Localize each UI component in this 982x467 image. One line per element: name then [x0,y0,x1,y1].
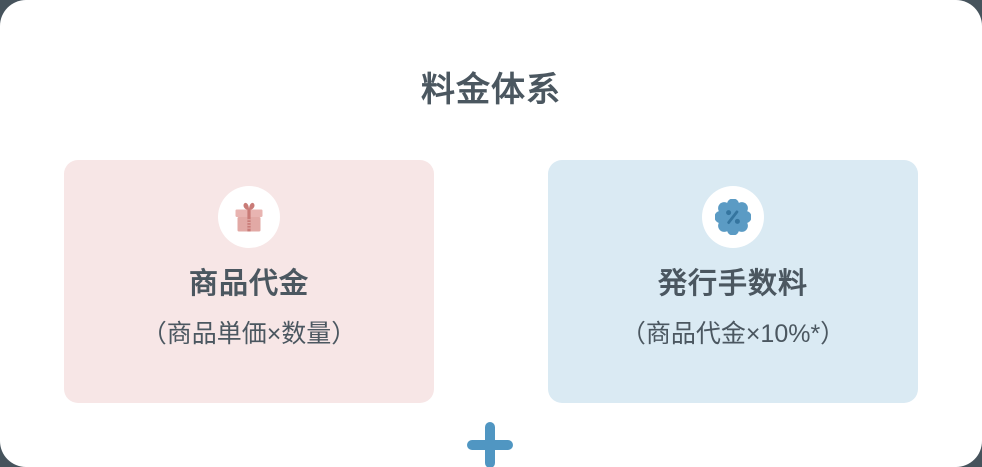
fee-card-issue-fee: 発行手数料 （商品代金×10%*） [548,160,918,403]
page-title: 料金体系 [421,71,561,109]
plus-operator-icon [467,422,513,467]
fee-breakdown-row: 商品代金 （商品単価×数量） [0,160,982,467]
fee-card-heading: 商品代金 [188,268,309,300]
fee-card-heading: 発行手数料 [657,268,808,300]
fee-card-subtext: （商品単価×数量） [141,320,357,348]
fee-card-product-price: 商品代金 （商品単価×数量） [64,160,434,403]
percent-badge-icon-badge [702,186,764,248]
fee-card-subtext: （商品代金×10%*） [620,320,846,348]
percent-badge-icon [715,199,751,235]
plus-vertical-bar [485,422,495,467]
gift-icon-badge [218,186,280,248]
gift-icon [230,198,268,236]
